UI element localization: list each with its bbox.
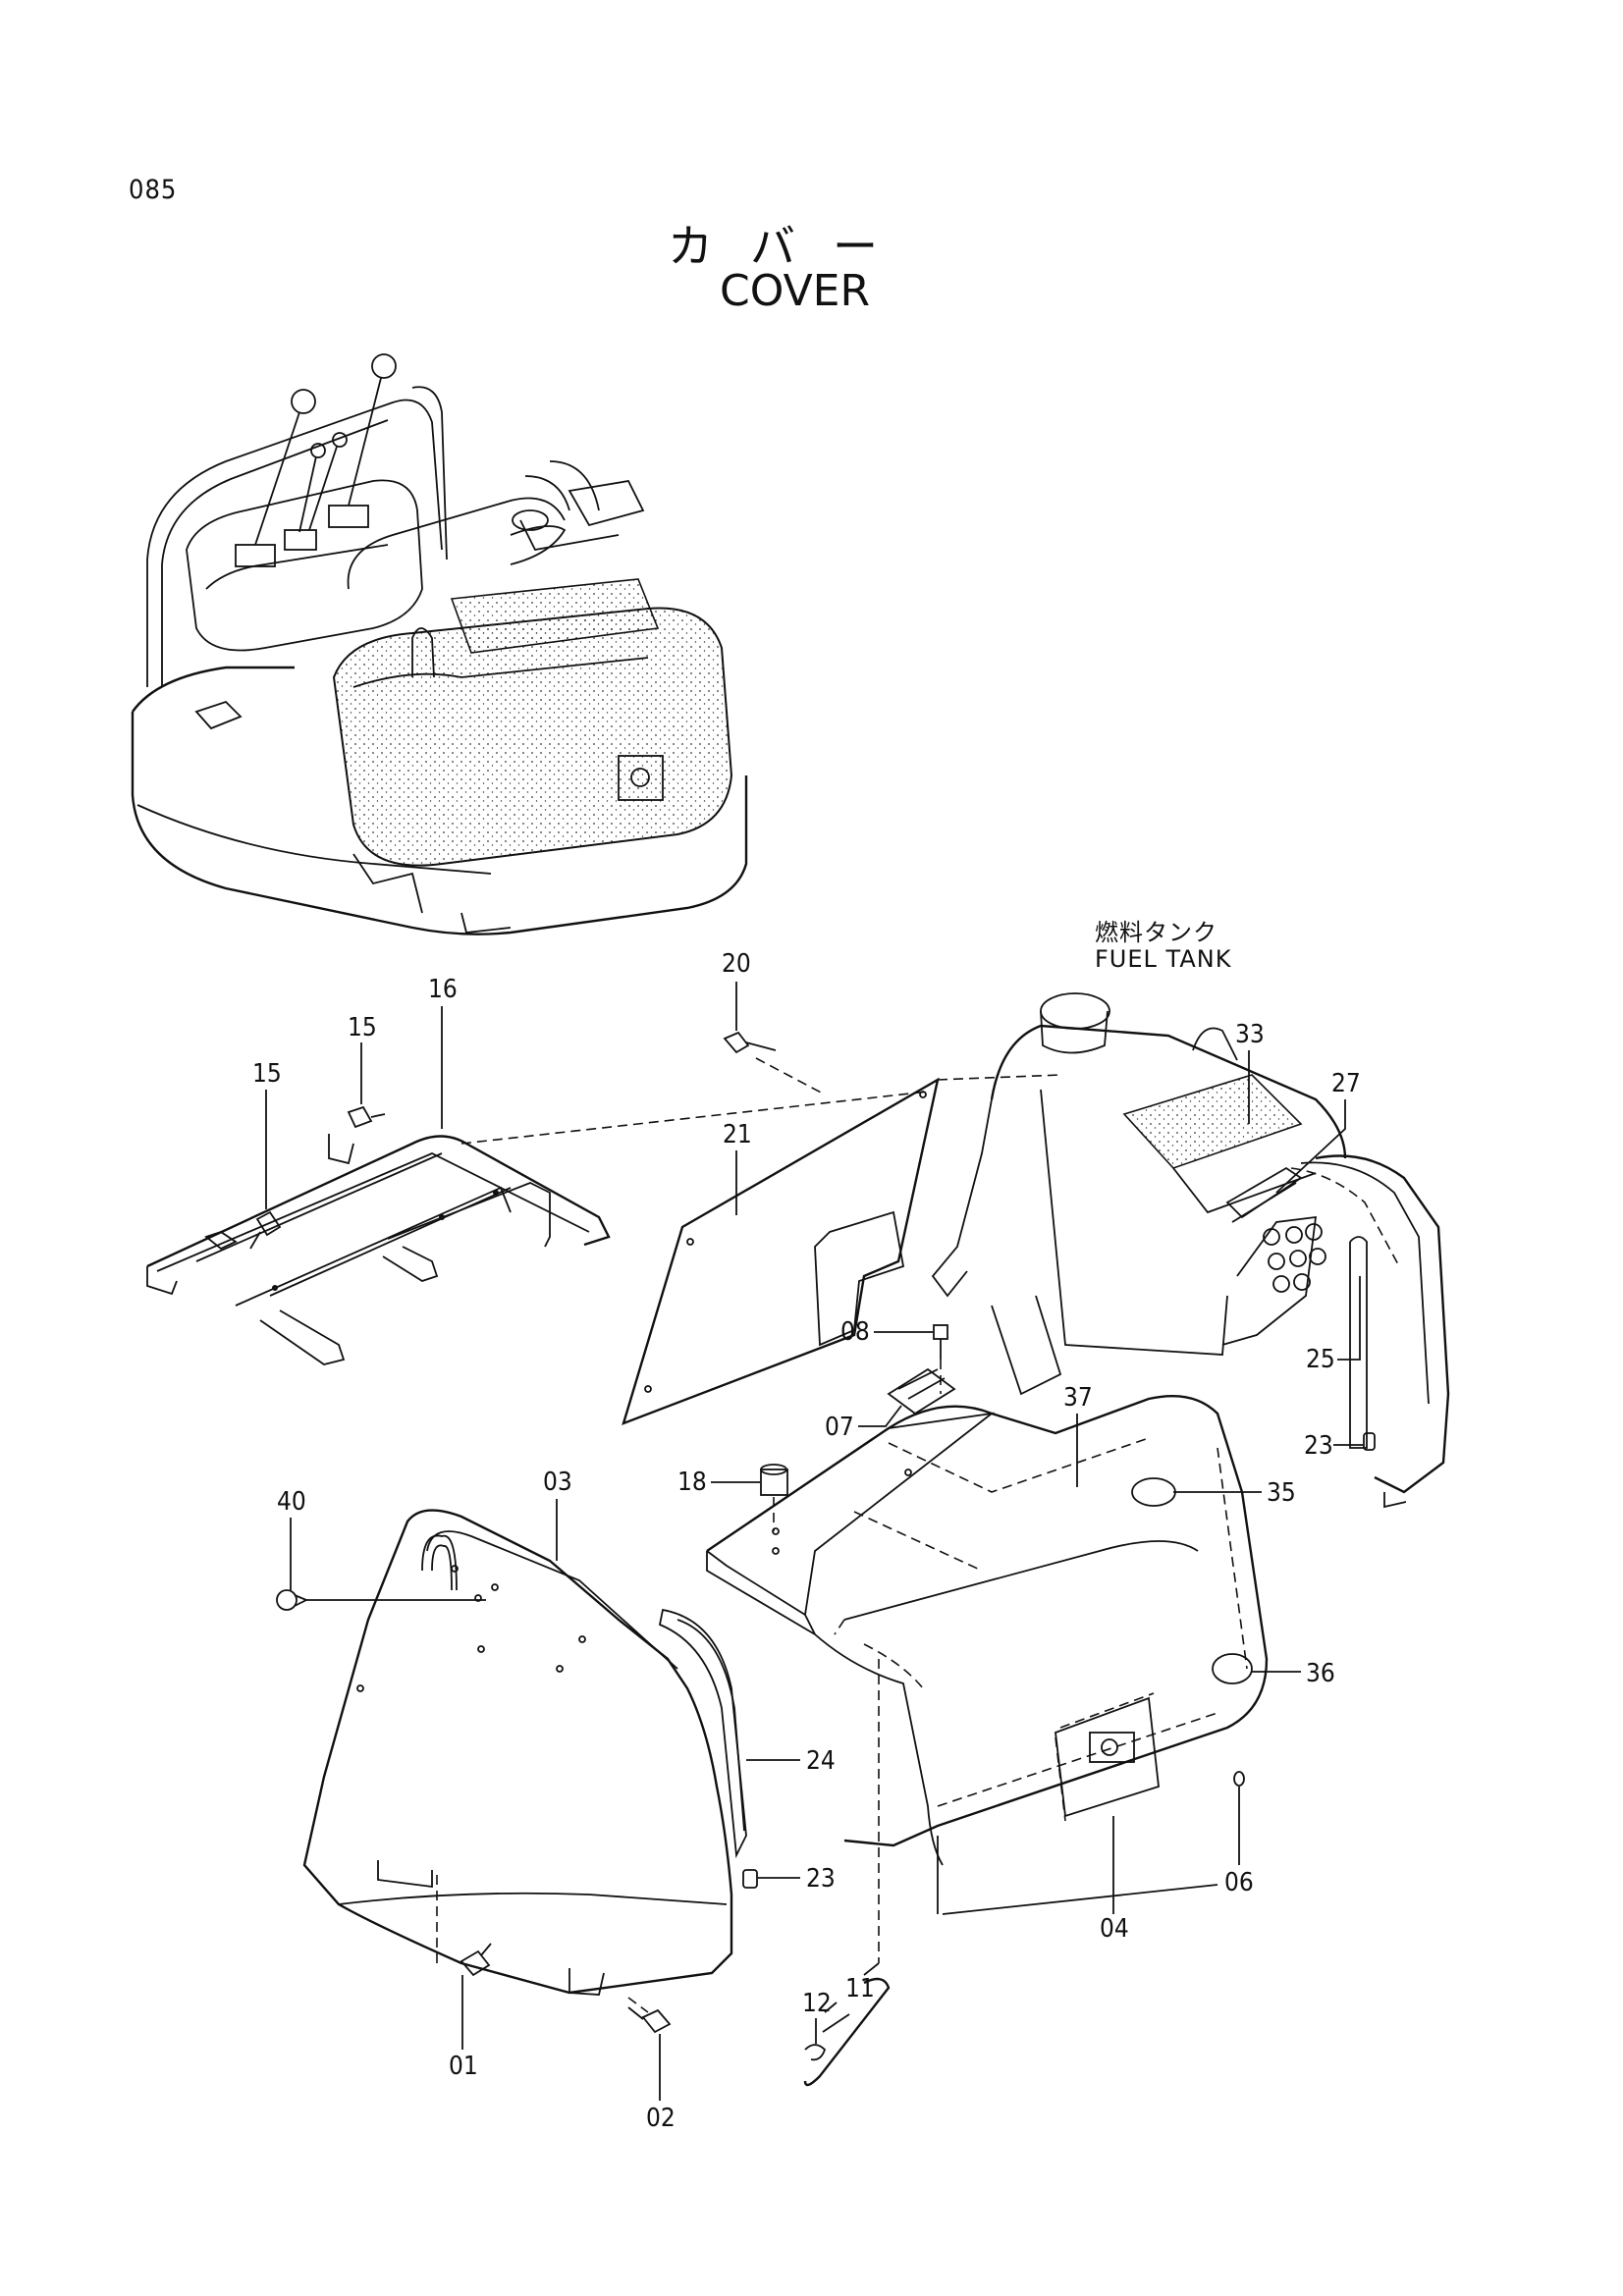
callout-12: 12 — [802, 1989, 832, 2018]
callout-04: 04 — [1100, 1914, 1129, 1944]
part-23-rubber-stopper — [742, 1869, 758, 1889]
machine-overview-illustration — [131, 353, 748, 935]
fuel-tank-label-en: FUEL TANK — [1095, 945, 1232, 973]
callout-35: 35 — [1267, 1478, 1296, 1508]
callout-06: 06 — [1224, 1868, 1254, 1897]
page-number: 085 — [129, 175, 178, 205]
part-06-nut — [1233, 1771, 1245, 1787]
callout-20: 20 — [722, 949, 751, 979]
callout-23-left: 23 — [806, 1864, 836, 1894]
part-20-bolt — [723, 1031, 777, 1054]
callout-16: 16 — [428, 975, 458, 1004]
callout-01: 01 — [449, 2052, 478, 2081]
part-27-rubber-strip — [1225, 1166, 1303, 1223]
callout-25: 25 — [1306, 1345, 1335, 1374]
callout-03: 03 — [543, 1468, 572, 1497]
part-01-bolt — [460, 1943, 492, 1977]
part-04-front-cover — [706, 1395, 1269, 1915]
callout-36: 36 — [1306, 1659, 1335, 1688]
callout-18: 18 — [677, 1468, 707, 1497]
part-16-frame-bracket — [146, 1134, 611, 1365]
part-07-hinge — [887, 1367, 956, 1415]
title-english: COVER — [720, 266, 871, 316]
part-15-bolts — [249, 1105, 386, 1250]
callout-07: 07 — [825, 1413, 854, 1442]
callout-33: 33 — [1235, 1020, 1265, 1049]
callout-11: 11 — [845, 1974, 875, 2003]
callouts: 20 16 15 15 21 33 27 25 23 08 07 37 — [252, 949, 1363, 2133]
callout-40: 40 — [277, 1487, 306, 1517]
callout-23-right: 23 — [1304, 1431, 1333, 1461]
part-02-bolt — [627, 2006, 672, 2034]
part-24-rubber-seal — [658, 1608, 747, 1859]
part-23-stopper-right — [1363, 1432, 1376, 1451]
part-18-knob — [760, 1464, 788, 1531]
callout-08: 08 — [840, 1317, 870, 1347]
callout-02: 02 — [646, 2104, 676, 2133]
fuel-tank-label-jp: 燃料タンク — [1095, 919, 1217, 946]
part-35-right-side-cover — [1221, 1154, 1450, 1509]
part-08-bolt — [933, 1324, 948, 1394]
part-18-plate — [706, 1412, 996, 1635]
callout-37: 37 — [1063, 1383, 1093, 1413]
part-40-cap — [276, 1589, 309, 1611]
callout-27: 27 — [1331, 1069, 1361, 1098]
fuel-tank-illustration — [931, 992, 1347, 1396]
title-japanese: カバー — [668, 220, 915, 273]
part-03-left-cover — [302, 1509, 733, 1996]
callout-15-upper: 15 — [348, 1013, 377, 1042]
part-11-rod — [803, 1977, 891, 2087]
callout-24: 24 — [806, 1746, 836, 1776]
part-21-side-panel — [622, 1077, 940, 1425]
callout-15-lower: 15 — [252, 1059, 282, 1089]
part-12-clip — [804, 2044, 827, 2061]
callout-21: 21 — [723, 1120, 752, 1149]
